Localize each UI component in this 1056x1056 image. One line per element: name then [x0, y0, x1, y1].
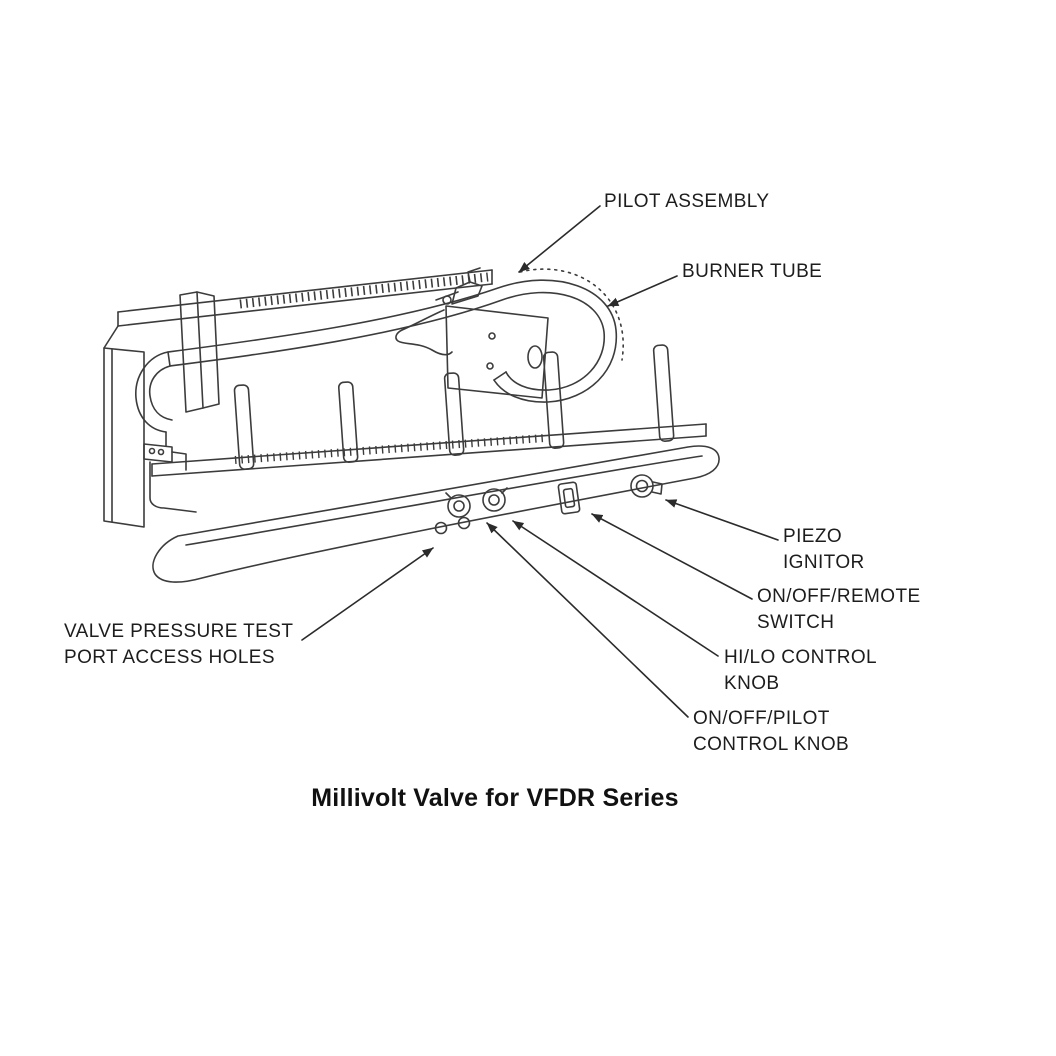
callout-on-off-remote-switch: ON/OFF/REMOTE SWITCH — [757, 586, 921, 633]
on-off-pilot-knob — [445, 492, 471, 518]
callout-on-off-pilot-control-knob: ON/OFF/PILOT CONTROL KNOB — [693, 708, 850, 755]
gas-valve-detail — [143, 431, 197, 513]
hi-lo-knob — [482, 487, 508, 512]
callout-piezo-ignitor: PIEZO IGNITOR — [783, 526, 865, 573]
leader-piezo-ignitor — [665, 499, 779, 541]
front-fascia — [152, 445, 720, 583]
callout-hi-lo-control-knob: HI/LO CONTROL KNOB — [724, 647, 877, 694]
callout-leaders — [301, 205, 779, 718]
leader-pilot-assembly — [518, 205, 601, 273]
rear-bracket — [179, 291, 220, 413]
controls — [434, 474, 663, 535]
leader-valve-pressure-test — [301, 547, 434, 641]
burner-tube-drawing — [135, 268, 624, 433]
leader-hi-lo-knob — [512, 520, 719, 657]
leader-on-off-remote-switch — [591, 513, 753, 600]
leader-burner-tube — [607, 275, 678, 307]
callout-pilot-assembly: PILOT ASSEMBLY — [604, 191, 770, 212]
leader-on-off-pilot-knob — [486, 522, 689, 718]
pilot-assembly-drawing — [395, 267, 549, 399]
callout-valve-pressure-test-ports: VALVE PRESSURE TEST PORT ACCESS HOLES — [64, 621, 294, 668]
on-off-remote-switch-drawing — [557, 481, 581, 515]
log-support-fingers — [233, 344, 675, 470]
diagram-title: Millivolt Valve for VFDR Series — [311, 784, 679, 812]
burner-manifold — [117, 269, 493, 327]
left-end-plate — [103, 325, 145, 528]
piezo-ignitor-drawing — [630, 474, 663, 498]
pressure-test-port-holes — [434, 516, 471, 535]
callout-burner-tube: BURNER TUBE — [682, 261, 823, 282]
